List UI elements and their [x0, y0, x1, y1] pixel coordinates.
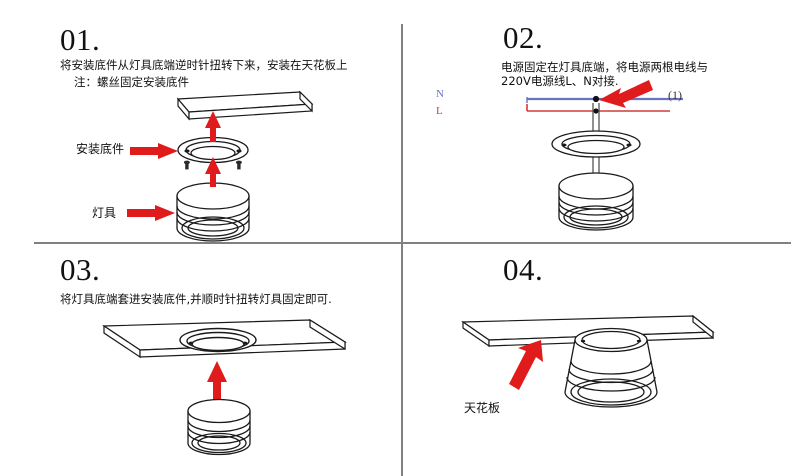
wire-label-live: L — [436, 105, 443, 117]
installed-lamp-art — [564, 327, 658, 408]
illustration-step-01 — [127, 90, 314, 242]
callout-arrow-lamp-fixture — [127, 205, 175, 221]
horizontal-divider — [34, 242, 791, 244]
step-number-04: 04. — [503, 252, 544, 287]
lamp-fixture-art — [558, 172, 634, 231]
panel-step-03: 03. 将灯具底端套进安装底件,并顺时针扭转灯具固定即可. — [0, 244, 401, 476]
insertion-arrow-art — [207, 361, 227, 402]
ceiling-plate-art — [176, 90, 314, 121]
mounting-base-ring-art — [551, 130, 641, 158]
mounting-base-screw-holes — [184, 149, 242, 153]
illustration-step-03 — [102, 318, 347, 456]
lamp-fixture-art — [176, 182, 250, 242]
panel-step-04: 04. — [403, 244, 800, 476]
wire-connection-nodes-art — [592, 95, 600, 114]
illustration-step-04 — [461, 314, 715, 408]
step-number-03: 03. — [60, 252, 101, 287]
step-number-01: 01. — [60, 22, 101, 57]
callout-label-ceiling: 天花板 — [464, 401, 501, 415]
mounting-base-ring-art — [179, 327, 257, 353]
mounting-base-screw-holes — [561, 143, 632, 147]
vertical-divider — [401, 24, 403, 476]
connection-pointer-arrow-art — [599, 80, 653, 108]
lamp-fixture-art — [187, 398, 251, 456]
assembly-arrows-art — [205, 111, 221, 187]
step-description-03: 将灯具底端套进安装底件,并顺时针扭转灯具固定即可. — [60, 292, 332, 306]
illustration-step-02 — [526, 80, 683, 231]
callout-label-lamp-fixture: 灯具 — [92, 206, 117, 220]
step-note-01: 注：螺丝固定安装底件 — [74, 75, 189, 89]
panel-step-01: 01. 将安装底件从灯具底端逆时针扭转下来，安装在天花板上 注：螺丝固定安装底件 — [0, 0, 401, 242]
callout-arrow-ceiling — [509, 340, 543, 390]
step-description-02-line1: 电源固定在灯具底端，将电源两根电线与 — [501, 60, 708, 74]
callout-arrow-mounting-base — [130, 143, 178, 159]
wire-connection-reference: (1) — [668, 88, 682, 102]
screw-symbols-art — [183, 160, 242, 170]
mounting-base-screw-holes — [188, 341, 248, 345]
installed-lamp-screw-holes — [580, 339, 642, 343]
callout-label-mounting-base: 安装底件 — [76, 142, 125, 156]
step-number-02: 02. — [503, 20, 544, 55]
step-description-02-line2: 220V电源线L、N对接. — [501, 74, 619, 88]
wire-label-neutral: N — [436, 88, 444, 100]
step-description-01: 将安装底件从灯具底端逆时针扭转下来，安装在天花板上 — [60, 58, 348, 72]
panel-step-02: 02. 电源固定在灯具底端，将电源两根电线与 220V电源线L、N对接. — [403, 0, 800, 242]
